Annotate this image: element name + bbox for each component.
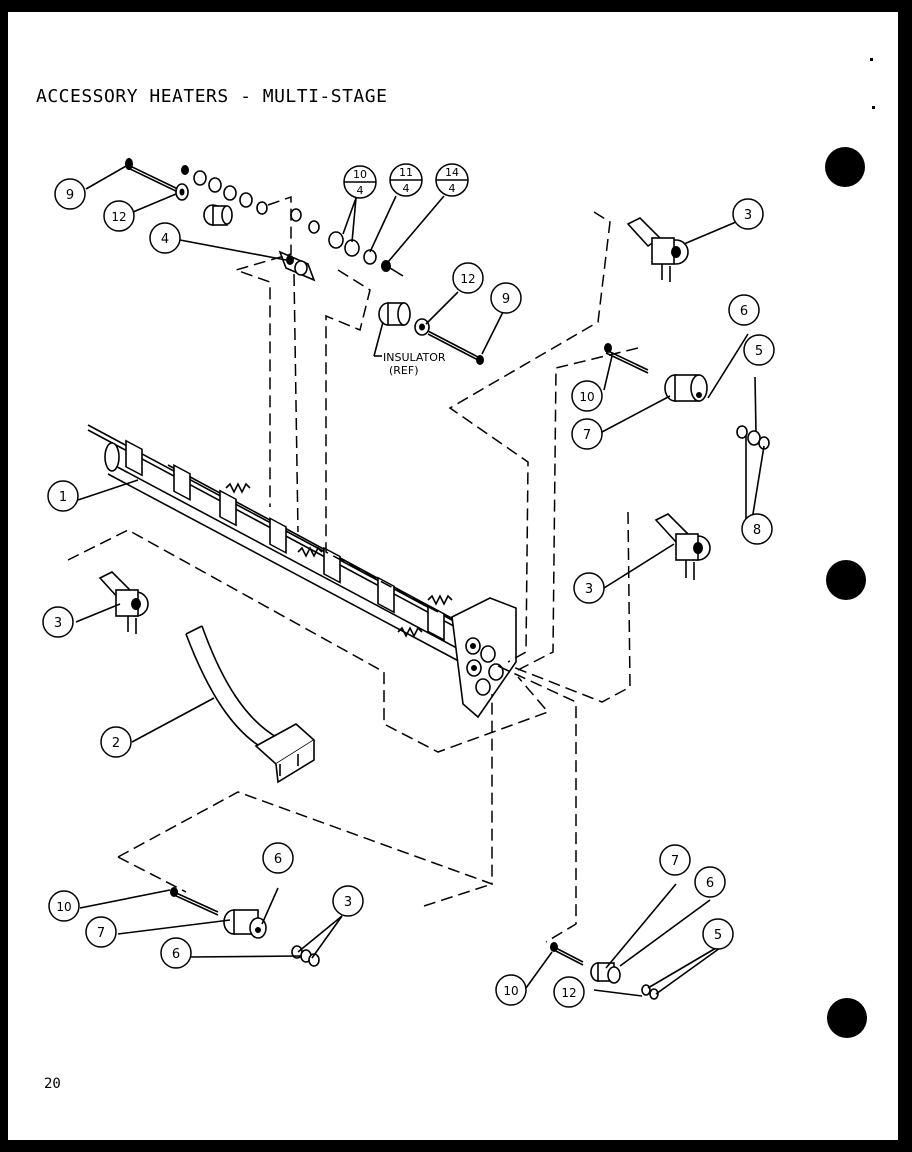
exploded-parts-diagram: INSULATOR (REF) — [42, 58, 875, 1038]
callout-6-bottom-left: 6 — [160, 937, 192, 969]
callout-label: 3 — [54, 616, 62, 631]
insulator-label: INSULATOR — [383, 351, 446, 364]
callout-label: 7 — [97, 926, 105, 941]
limit-control-top — [626, 217, 689, 282]
callout-9-top-left: 9 — [54, 178, 86, 210]
callout-label: 7 — [671, 854, 679, 869]
page-title: ACCESSORY HEATERS - MULTI-STAGE — [36, 86, 388, 107]
callout-3-top-right: 3 — [732, 198, 764, 230]
callout-label: 12 — [561, 986, 576, 1000]
callout-quantity: 4 — [357, 184, 364, 197]
callout-label: 3 — [585, 582, 593, 597]
callout-label: 10 — [353, 168, 367, 181]
callout-label: 8 — [753, 523, 761, 538]
callout-label: 9 — [66, 188, 74, 203]
right-terminal-group — [604, 343, 770, 450]
callout-1: 1 — [47, 480, 79, 512]
callout-14-over-4: 14 4 — [435, 163, 469, 197]
callout-10-right: 10 — [571, 380, 603, 412]
callout-3-mid-right: 3 — [573, 572, 605, 604]
callout-label: 10 — [579, 390, 594, 404]
callout-label: 5 — [714, 928, 722, 943]
callout-quantity: 4 — [449, 182, 456, 195]
callout-label: 2 — [112, 736, 120, 751]
callout-5-lower-right: 5 — [702, 918, 734, 950]
limit-control-left — [98, 571, 149, 634]
callout-4: 4 — [149, 222, 181, 254]
callout-label: 12 — [460, 272, 475, 286]
callout-10-over-4: 10 4 — [343, 165, 377, 199]
callout-label: 1 — [59, 490, 67, 505]
insulator-ref-label: (REF) — [389, 364, 419, 377]
callout-12-insulator: 12 — [452, 262, 484, 294]
callout-label: 11 — [399, 166, 413, 179]
binder-hole-middle — [826, 560, 866, 600]
insulator-assembly: INSULATOR (REF) — [373, 302, 484, 377]
drawing-sheet: INSULATOR (REF) — [8, 12, 898, 1140]
callout-7-lower-right: 7 — [659, 844, 691, 876]
callout-9-insulator: 9 — [490, 282, 522, 314]
callout-label: 7 — [583, 428, 591, 443]
callout-label: 4 — [161, 232, 169, 247]
callout-label: 6 — [740, 304, 748, 319]
callout-7-lower-left: 7 — [85, 916, 117, 948]
callout-3-left: 3 — [42, 606, 74, 638]
callout-6-lower-right: 6 — [694, 866, 726, 898]
callout-8: 8 — [741, 513, 773, 545]
callout-label: 6 — [274, 852, 282, 867]
callout-label: 10 — [503, 984, 518, 998]
callout-12-lower-right: 12 — [553, 976, 585, 1008]
callout-label: 12 — [111, 210, 126, 224]
binder-hole-bottom — [827, 998, 867, 1038]
callout-10-lower-right: 10 — [495, 974, 527, 1006]
callout-label: 10 — [56, 900, 71, 914]
callout-5-right: 5 — [743, 334, 775, 366]
callout-label: 3 — [344, 895, 352, 910]
callout-label: 3 — [744, 208, 752, 223]
lower-right-fuse-group — [550, 942, 659, 1000]
callout-11-over-4: 11 4 — [389, 163, 423, 197]
callout-10-lower-left: 10 — [48, 890, 80, 922]
lower-left-fuse-group — [170, 887, 320, 967]
binder-hole-top — [825, 147, 865, 187]
top-hardware-stack — [125, 158, 404, 282]
wire-harness — [185, 625, 316, 784]
callout-6-right: 6 — [728, 294, 760, 326]
callout-2: 2 — [100, 726, 132, 758]
page-number: 20 — [44, 1076, 61, 1092]
callout-label: 6 — [172, 947, 180, 962]
callout-3-lower-left: 3 — [332, 885, 364, 917]
heater-element-rail — [87, 424, 517, 719]
callout-label: 5 — [755, 344, 763, 359]
assembly-reference-lines — [67, 195, 639, 943]
callout-6-lower-left: 6 — [262, 842, 294, 874]
callout-label: 9 — [502, 292, 510, 307]
callout-7-right: 7 — [571, 418, 603, 450]
limit-control-right — [654, 513, 711, 580]
callout-label: 6 — [706, 876, 714, 891]
callout-label: 14 — [445, 166, 459, 179]
leader-lines — [75, 164, 765, 997]
callout-12-top-left: 12 — [103, 200, 135, 232]
callout-quantity: 4 — [403, 182, 410, 195]
